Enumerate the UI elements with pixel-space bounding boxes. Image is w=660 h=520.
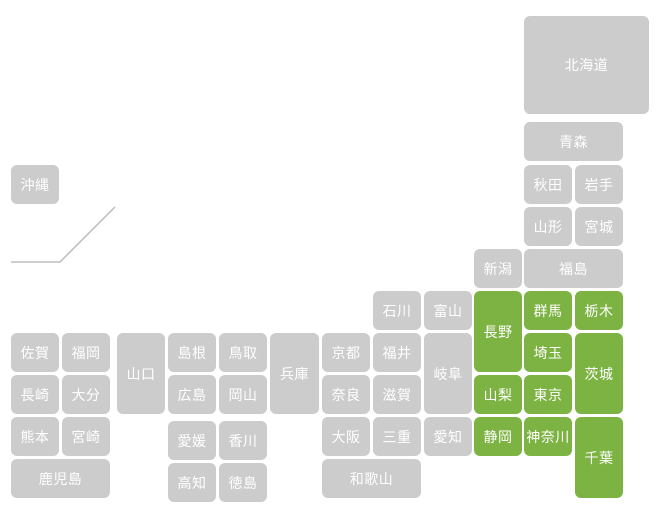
- prefecture-kochi[interactable]: 高知: [168, 463, 216, 502]
- prefecture-aichi[interactable]: 愛知: [424, 417, 472, 456]
- prefecture-toyama[interactable]: 富山: [424, 291, 472, 330]
- prefecture-iwate[interactable]: 岩手: [575, 165, 623, 204]
- prefecture-gunma[interactable]: 群馬: [524, 291, 572, 330]
- prefecture-niigata[interactable]: 新潟: [474, 249, 522, 288]
- prefecture-kanagawa[interactable]: 神奈川: [524, 417, 572, 456]
- prefecture-ehime[interactable]: 愛媛: [168, 421, 216, 460]
- prefecture-mie[interactable]: 三重: [373, 417, 421, 456]
- okinawa-divider-stroke: [11, 206, 116, 263]
- prefecture-fukushima[interactable]: 福島: [524, 249, 623, 288]
- prefecture-tochigi[interactable]: 栃木: [575, 291, 623, 330]
- prefecture-kumamoto[interactable]: 熊本: [11, 417, 59, 456]
- prefecture-yamagata[interactable]: 山形: [524, 207, 572, 246]
- prefecture-ibaraki[interactable]: 茨城: [575, 333, 623, 414]
- prefecture-chiba[interactable]: 千葉: [575, 417, 623, 498]
- prefecture-miyagi[interactable]: 宮城: [575, 207, 623, 246]
- prefecture-kagawa[interactable]: 香川: [219, 421, 267, 460]
- prefecture-aomori[interactable]: 青森: [524, 122, 623, 161]
- prefecture-fukui[interactable]: 福井: [373, 333, 421, 372]
- prefecture-tokushima[interactable]: 徳島: [219, 463, 267, 502]
- prefecture-fukuoka[interactable]: 福岡: [62, 333, 110, 372]
- prefecture-okayama[interactable]: 岡山: [219, 375, 267, 414]
- prefecture-nara[interactable]: 奈良: [322, 375, 370, 414]
- prefecture-nagasaki[interactable]: 長崎: [11, 375, 59, 414]
- prefecture-shiga[interactable]: 滋賀: [373, 375, 421, 414]
- prefecture-tokyo[interactable]: 東京: [524, 375, 572, 414]
- prefecture-hyogo[interactable]: 兵庫: [270, 333, 319, 414]
- prefecture-okinawa[interactable]: 沖縄: [11, 165, 59, 204]
- prefecture-kyoto[interactable]: 京都: [322, 333, 370, 372]
- prefecture-wakayama[interactable]: 和歌山: [322, 459, 421, 498]
- prefecture-hokkaido[interactable]: 北海道: [524, 16, 649, 114]
- prefecture-oita[interactable]: 大分: [62, 375, 110, 414]
- prefecture-nagano[interactable]: 長野: [474, 291, 522, 372]
- prefecture-ishikawa[interactable]: 石川: [373, 291, 421, 330]
- prefecture-saitama[interactable]: 埼玉: [524, 333, 572, 372]
- prefecture-miyazaki[interactable]: 宮崎: [62, 417, 110, 456]
- prefecture-kagoshima[interactable]: 鹿児島: [11, 459, 110, 498]
- prefecture-akita[interactable]: 秋田: [524, 165, 572, 204]
- prefecture-shimane[interactable]: 島根: [168, 333, 216, 372]
- prefecture-yamanashi[interactable]: 山梨: [474, 375, 522, 414]
- prefecture-tottori[interactable]: 鳥取: [219, 333, 267, 372]
- prefecture-gifu[interactable]: 岐阜: [424, 333, 472, 414]
- prefecture-osaka[interactable]: 大阪: [322, 417, 370, 456]
- prefecture-shizuoka[interactable]: 静岡: [474, 417, 522, 456]
- prefecture-hiroshima[interactable]: 広島: [168, 375, 216, 414]
- prefecture-yamaguchi[interactable]: 山口: [117, 333, 165, 414]
- prefecture-saga[interactable]: 佐賀: [11, 333, 59, 372]
